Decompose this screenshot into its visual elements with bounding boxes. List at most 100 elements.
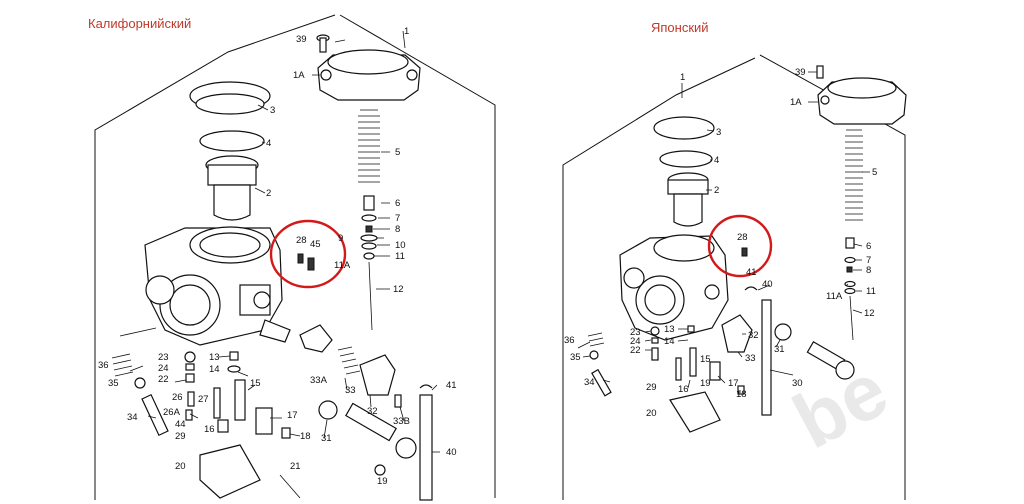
- jet-28: [297, 253, 304, 264]
- part-26a: [185, 409, 193, 421]
- washer-23-jp: [650, 326, 660, 336]
- label-45: 45: [310, 239, 321, 250]
- label-20: 20: [175, 461, 186, 472]
- caption-california: Калифорнийский: [88, 16, 192, 31]
- part-24: [185, 363, 195, 371]
- part-13-jp: [687, 325, 695, 333]
- label-39-jp: 39: [795, 67, 806, 78]
- spring-36-jp: [587, 332, 605, 347]
- jet-45: [307, 257, 315, 271]
- label-41-jp: 41: [746, 267, 757, 278]
- tube-40: [419, 394, 433, 501]
- label-27: 27: [198, 394, 209, 405]
- part-14: [227, 365, 241, 373]
- part-18-jp: [737, 385, 745, 395]
- label-17-jp: 17: [728, 378, 739, 389]
- piston-spring-jp: [845, 129, 863, 221]
- label-1a: 1A: [293, 70, 305, 81]
- label-41: 41: [446, 380, 457, 391]
- label-12: 12: [393, 284, 404, 295]
- label-33: 33: [345, 385, 356, 396]
- label-13-jp: 13: [664, 324, 675, 335]
- washer-35-jp: [589, 350, 599, 360]
- washer-35: [134, 377, 146, 389]
- label-36: 36: [98, 360, 109, 371]
- label-22-jp: 22: [630, 345, 641, 356]
- pin-21: [279, 474, 301, 499]
- label-7: 7: [395, 213, 400, 224]
- label-2-jp: 2: [714, 185, 719, 196]
- label-16: 16: [204, 424, 215, 435]
- label-34-jp: 34: [584, 377, 595, 388]
- label-15: 15: [250, 378, 261, 389]
- float-20: [199, 444, 261, 499]
- label-11a-jp: 11A: [826, 291, 843, 302]
- label-29: 29: [175, 431, 186, 442]
- diaphragm: [189, 81, 271, 115]
- label-40-jp: 40: [762, 279, 773, 290]
- label-5: 5: [395, 147, 400, 158]
- label-31: 31: [321, 433, 332, 444]
- screw-39-jp: [816, 65, 824, 79]
- label-11a: 11A: [334, 260, 351, 271]
- label-35: 35: [108, 378, 119, 389]
- jet-28-jp: [741, 247, 748, 257]
- label-26: 26: [172, 392, 183, 403]
- label-32: 32: [367, 406, 378, 417]
- spring-33: [337, 346, 361, 375]
- top-cover-jp: [817, 77, 907, 125]
- label-21: 21: [290, 461, 301, 472]
- label-6-jp: 6: [866, 241, 871, 252]
- label-34: 34: [127, 412, 138, 423]
- label-2: 2: [266, 188, 271, 199]
- label-11: 11: [395, 251, 405, 262]
- label-19: 19: [377, 476, 388, 487]
- part-22: [185, 373, 195, 383]
- label-11-jp: 11: [866, 286, 876, 297]
- label-40: 40: [446, 447, 457, 458]
- label-24-jp: 24: [630, 336, 641, 347]
- part-13: [229, 351, 239, 361]
- clip-41-jp: [744, 286, 758, 291]
- jet-needle: [360, 195, 378, 331]
- label-15-jp: 15: [700, 354, 711, 365]
- label-4: 4: [266, 138, 271, 149]
- label-28: 28: [296, 235, 307, 246]
- label-3: 3: [270, 105, 275, 116]
- label-19-jp: 19: [700, 378, 711, 389]
- label-23: 23: [158, 352, 169, 363]
- label-14: 14: [209, 364, 220, 375]
- cover-32: [359, 354, 396, 396]
- label-3-jp: 3: [716, 127, 721, 138]
- oring-31-jp: [774, 323, 792, 341]
- label-17: 17: [287, 410, 298, 421]
- label-1a-jp: 1A: [790, 97, 802, 108]
- carburetor-body: [144, 226, 291, 346]
- part-16-jp: [675, 357, 682, 381]
- label-26a: 26A: [163, 407, 181, 418]
- label-28-jp: 28: [737, 232, 748, 243]
- valve-19: [345, 402, 417, 476]
- piston-spring: [358, 109, 380, 183]
- part-22-jp: [651, 347, 659, 361]
- clip-41: [419, 384, 433, 389]
- part-16: [217, 419, 229, 433]
- bracket-33a: [299, 324, 333, 353]
- label-4-jp: 4: [714, 155, 719, 166]
- part-24-jp: [651, 337, 659, 344]
- label-12-jp: 12: [864, 308, 875, 319]
- part-15-jp: [689, 347, 697, 377]
- label-7-jp: 7: [866, 255, 871, 266]
- screw-39: [316, 34, 330, 53]
- label-5-jp: 5: [872, 167, 877, 178]
- label-8-jp: 8: [866, 265, 871, 276]
- tube-40-jp: [761, 299, 772, 416]
- float-20-jp: [669, 391, 721, 433]
- label-23-jp: 23: [630, 327, 641, 338]
- carburetor-body-jp: [619, 234, 729, 341]
- highlight-circle-left: [269, 219, 347, 289]
- ring-seal: [199, 130, 265, 152]
- jet-needle-jp: [844, 237, 856, 341]
- label-29-jp: 29: [646, 382, 657, 393]
